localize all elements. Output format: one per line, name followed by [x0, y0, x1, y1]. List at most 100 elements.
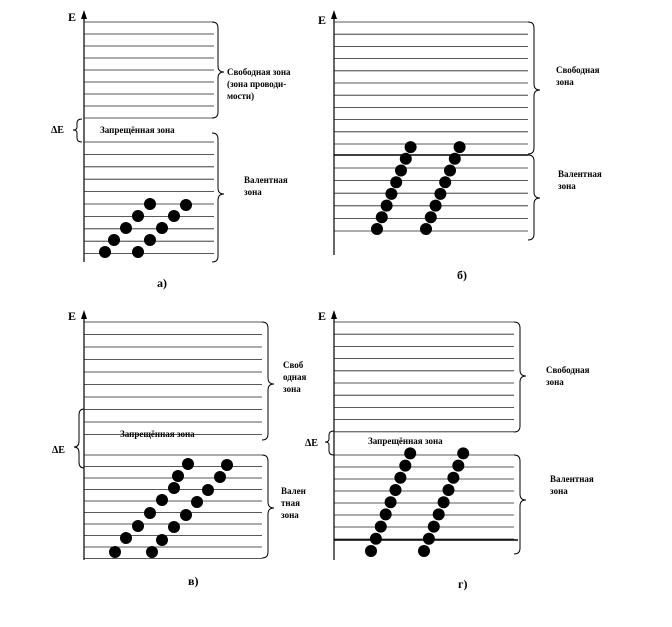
valence-band-levels — [84, 141, 214, 255]
conduction-brace — [513, 321, 527, 433]
axis-arrow — [331, 310, 337, 319]
electron-dot — [168, 521, 180, 533]
electron-dot — [418, 545, 430, 557]
electron-dot — [447, 471, 460, 484]
electron-dot — [144, 507, 156, 519]
electron-dot — [422, 532, 435, 545]
axis-arrow — [81, 10, 87, 19]
gap-brace — [324, 430, 335, 456]
electron-dot — [457, 447, 470, 460]
delta-e-label: ΔE — [305, 438, 318, 449]
conduction-label: Свободная зона — [556, 65, 602, 87]
electron-dot — [374, 520, 387, 533]
electron-dot — [180, 199, 192, 211]
electron-dot — [442, 484, 455, 496]
electron-dots — [99, 198, 192, 258]
delta-e-label: ΔE — [51, 125, 64, 136]
electron-dot — [202, 484, 214, 496]
electron-dot — [380, 199, 393, 212]
electron-dot — [99, 246, 111, 258]
electron-dot — [132, 246, 144, 258]
electron-dot — [120, 222, 132, 234]
valence-brace — [513, 454, 527, 555]
electron-dot — [399, 152, 412, 165]
electron-dot — [191, 496, 203, 508]
electron-dot — [144, 234, 156, 246]
conduction-label: Свободная зона — [546, 365, 592, 387]
axis-arrow — [81, 310, 87, 319]
electron-dot — [453, 141, 466, 154]
electron-dot — [404, 447, 417, 460]
electron-dot — [404, 141, 417, 154]
valence-label: Валентная зона — [244, 175, 290, 197]
electron-dot — [399, 459, 412, 472]
valence-band-levels — [334, 454, 514, 540]
electron-dot — [132, 520, 144, 532]
axis-label: E — [68, 309, 76, 323]
conduction-brace — [261, 321, 275, 441]
electron-dot — [375, 211, 388, 224]
panel-caption: г) — [458, 577, 467, 591]
electron-dot — [434, 187, 447, 200]
gap-label: Запрещённая зона — [120, 429, 195, 439]
axis-arrow — [331, 10, 337, 19]
electron-dot — [390, 176, 403, 189]
electron-dot — [444, 164, 456, 177]
panel-caption: а) — [157, 276, 167, 290]
electron-dot — [448, 152, 461, 165]
panel-v: E ΔE Запрещённая зона Своб одная зона Ва… — [52, 309, 309, 588]
electron-dot — [385, 187, 398, 200]
electron-dot — [108, 234, 120, 246]
electron-dot — [420, 223, 432, 235]
panel-caption: в) — [188, 574, 198, 588]
electron-dot — [156, 494, 168, 506]
electron-dot — [389, 484, 402, 496]
electron-dot — [214, 471, 226, 483]
electron-dot — [439, 176, 452, 189]
conduction-band-levels — [334, 21, 528, 145]
electron-dot — [132, 210, 144, 222]
electron-dot — [429, 199, 442, 212]
gap-label: Запрещённая зона — [368, 436, 443, 446]
electron-dot — [427, 520, 440, 533]
electron-dot — [172, 470, 184, 482]
electron-dot — [144, 198, 156, 210]
electron-dot — [168, 482, 180, 494]
electron-dot — [369, 532, 382, 545]
electron-dot — [365, 545, 377, 557]
electron-dots — [109, 458, 233, 558]
panel-b: E Свободная зона Валентная зона б) — [318, 10, 604, 282]
valence-label: Валентная зона — [550, 474, 596, 496]
gap-brace — [72, 118, 83, 143]
delta-e-label: ΔE — [52, 445, 65, 456]
axis-label: E — [68, 10, 76, 24]
valence-band-levels — [84, 454, 262, 559]
panel-caption: б) — [457, 268, 467, 282]
electron-dots — [365, 447, 470, 557]
electron-dot — [371, 223, 383, 235]
conduction-label: Свободная зона (зона проводи- мости) — [227, 67, 293, 101]
electron-dot — [221, 459, 233, 471]
valence-brace — [261, 454, 275, 559]
electron-dot — [384, 496, 397, 509]
conduction-brace — [211, 21, 225, 119]
valence-label: Валентная зона — [558, 169, 604, 191]
valence-brace — [527, 154, 541, 241]
electron-dot — [182, 458, 194, 470]
electron-dot — [394, 471, 407, 484]
valence-brace — [211, 132, 225, 263]
electron-dot — [452, 459, 465, 472]
conduction-band-levels — [84, 321, 262, 435]
electron-dot — [156, 534, 168, 546]
conduction-brace — [527, 21, 541, 155]
conduction-label: Своб одная зона — [283, 360, 309, 394]
valence-label: Вален тная зона — [281, 486, 308, 520]
gap-brace — [73, 408, 85, 469]
axis-label: E — [318, 13, 326, 27]
panel-g: E ΔE Запрещённая зона Свободная зона Вал… — [305, 309, 596, 591]
electron-dots — [371, 141, 466, 235]
axis-label: E — [318, 309, 326, 323]
conduction-band-levels — [84, 21, 214, 119]
electron-dot — [168, 210, 180, 222]
